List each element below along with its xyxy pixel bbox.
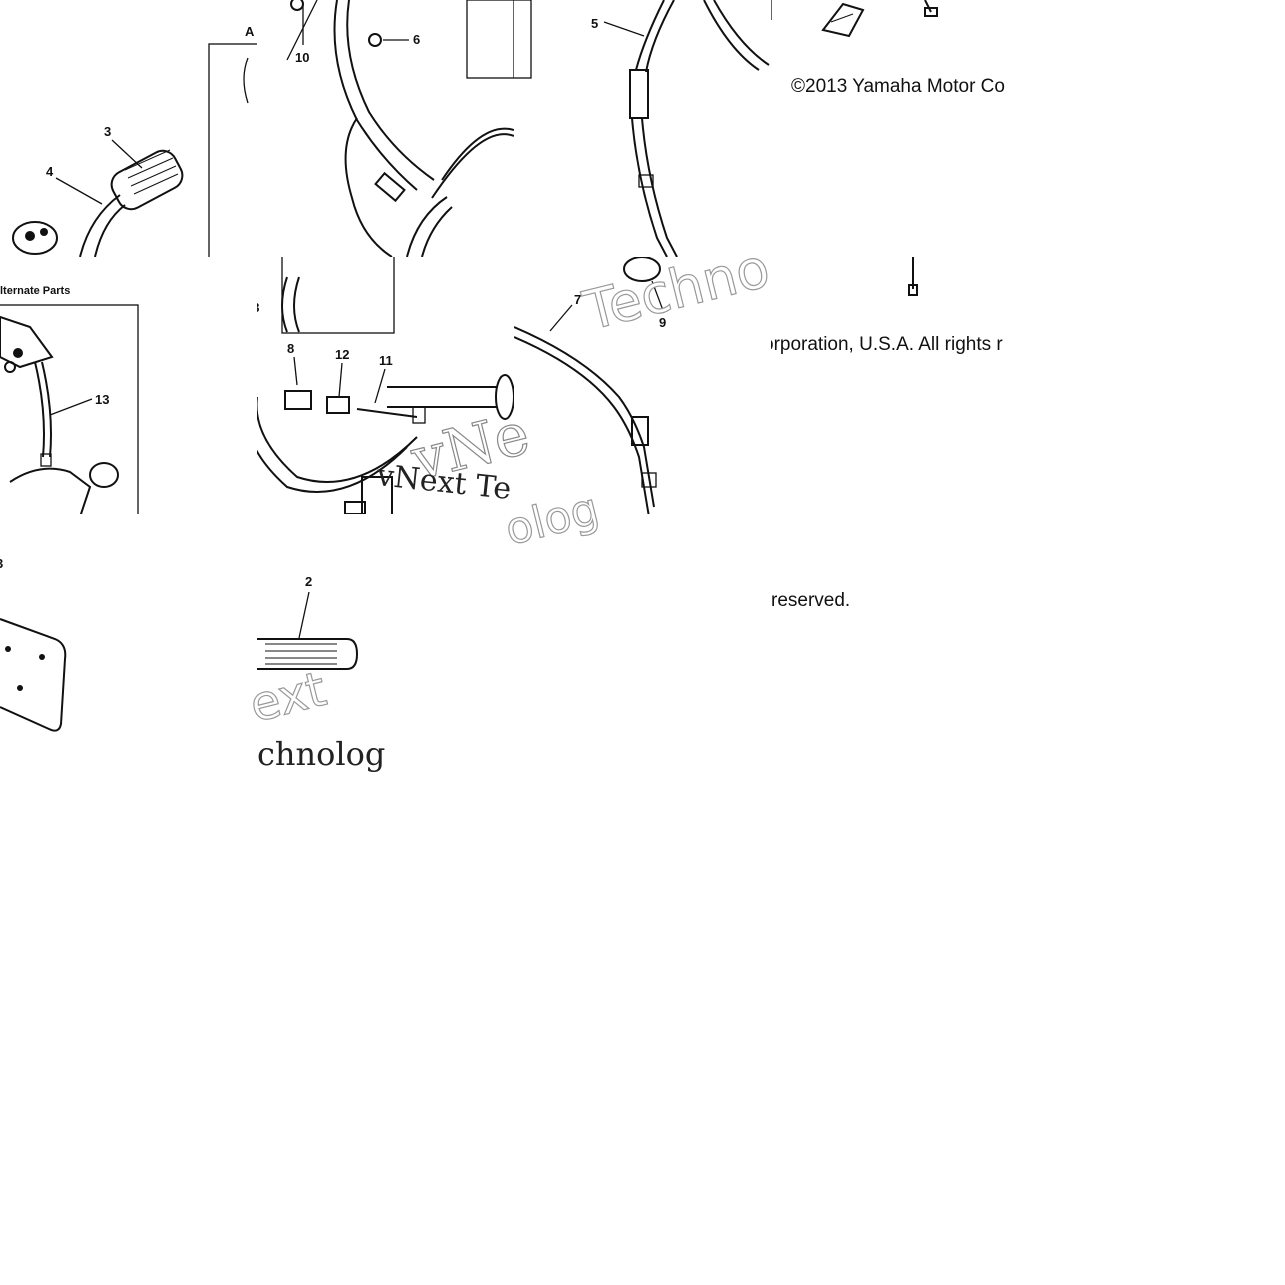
callout-10: 10 (295, 50, 309, 65)
cable-adjuster-drawing: 13 8 12 11 (257, 257, 514, 514)
alternate-mirror-drawing: lternate Parts 13 (0, 285, 139, 514)
callout-8: 8 (287, 341, 294, 356)
mirror-drawing: 3 (0, 556, 67, 732)
callout-5: 5 (591, 16, 598, 31)
brake-cable-drawing: 5 (514, 0, 770, 257)
copyright-line-3: reserved. (771, 590, 851, 611)
tile-mirror: 3 (0, 514, 257, 771)
alt-top-label: A (245, 24, 255, 39)
handlebar-drawing: 10 6 (286, 0, 514, 257)
tile-copyright-3: reserved. (771, 514, 1028, 624)
tile-brake-cable: 5 (514, 0, 771, 257)
alternate-parts-label: lternate Parts (0, 285, 70, 297)
small-parts-drawing (771, 0, 938, 38)
bracket-part (821, 2, 865, 38)
callout-9: 9 (659, 315, 666, 330)
grip-throttle-drawing: A 3 4 (12, 24, 257, 257)
grip-part (110, 149, 184, 211)
tile-bolt: orporation, U.S.A. All rights r (771, 257, 1028, 514)
grip-2-part (257, 638, 359, 670)
callout-4: 4 (46, 164, 54, 179)
callout-6: 6 (413, 32, 420, 47)
switch-part (12, 221, 58, 255)
callout-partial: 3 (0, 556, 3, 571)
mirror-part (0, 315, 54, 373)
tile-handlebar: 10 6 (257, 0, 514, 257)
callout-2: 2 (305, 574, 312, 589)
callout-13b: 13 (257, 300, 259, 315)
tile-cable-adjuster: 13 8 12 11 (257, 257, 514, 514)
tile-grip-throttle: A 3 4 (0, 0, 257, 257)
tile-small-parts: ©2013 Yamaha Motor Co (771, 0, 1028, 257)
carburetor-part (344, 476, 393, 514)
tile-grip-2: 2 (257, 514, 367, 771)
tile-clutch-cable: 9 7 (514, 257, 771, 514)
callout-7: 7 (574, 292, 581, 307)
lever-part (623, 257, 661, 282)
callout-11: 11 (379, 353, 393, 368)
callout-13a: 13 (95, 392, 109, 407)
grip-2-drawing: 2 (257, 574, 359, 670)
copyright-line-1: ©2013 Yamaha Motor Co (791, 76, 1005, 97)
screw-part (924, 0, 938, 17)
tile-alternate-mirror: lternate Parts 13 (0, 257, 257, 514)
callout-3: 3 (104, 124, 111, 139)
callout-12: 12 (335, 347, 349, 362)
clutch-cable-drawing: 9 7 (514, 257, 666, 514)
bolt-drawing (908, 257, 918, 296)
copyright-line-2: orporation, U.S.A. All rights r (771, 334, 1003, 355)
